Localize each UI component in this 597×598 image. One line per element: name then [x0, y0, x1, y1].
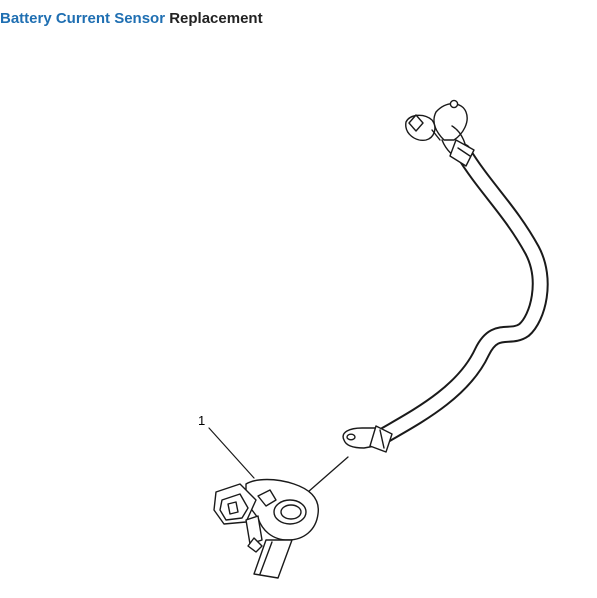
callout-1-label: 1: [198, 413, 205, 428]
cable-ring-terminal: [342, 425, 393, 453]
page-title-link[interactable]: Battery Current Sensor: [0, 10, 166, 27]
callout-1-leader: [208, 427, 255, 479]
alignment-line: [307, 456, 349, 493]
page-title-suffix: Replacement: [165, 10, 263, 27]
page-title: Battery Current Sensor Replacement: [0, 10, 263, 27]
battery-terminal-clamp: [405, 99, 475, 167]
battery-cable: [371, 143, 549, 447]
battery-current-sensor: [213, 478, 319, 579]
